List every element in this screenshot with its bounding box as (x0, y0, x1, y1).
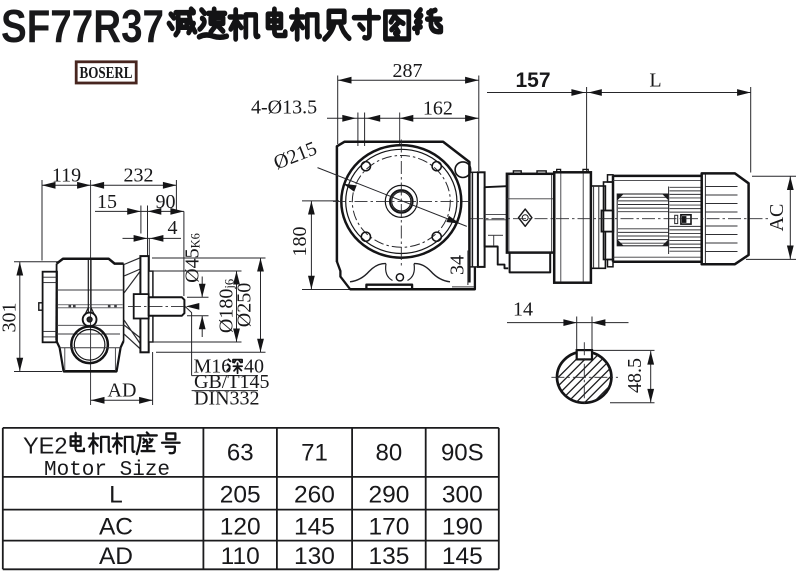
svg-text:162: 162 (423, 98, 453, 120)
svg-text:Motor Size: Motor Size (44, 459, 170, 482)
svg-text:AD: AD (99, 543, 133, 570)
svg-text:L: L (109, 482, 123, 509)
svg-text:BOSERL: BOSERL (80, 63, 133, 82)
svg-text:90: 90 (156, 191, 176, 213)
svg-text:90S: 90S (441, 439, 484, 466)
svg-text:80: 80 (376, 439, 403, 466)
svg-text:4: 4 (168, 217, 178, 239)
svg-text:L: L (649, 69, 661, 91)
svg-text:301: 301 (0, 303, 21, 333)
svg-text:205: 205 (220, 482, 261, 509)
svg-text:14: 14 (513, 298, 533, 320)
svg-text:180: 180 (289, 227, 311, 257)
svg-text:SF77R37: SF77R37 (1, 0, 164, 52)
svg-text:YE2: YE2 (23, 432, 67, 458)
svg-text:AC: AC (99, 513, 133, 540)
svg-text:DIN332: DIN332 (194, 388, 260, 410)
svg-text:190: 190 (442, 513, 483, 540)
svg-text:135: 135 (368, 543, 409, 570)
svg-text:15: 15 (97, 191, 117, 213)
svg-text:71: 71 (301, 439, 328, 466)
svg-text:170: 170 (368, 513, 409, 540)
svg-text:130: 130 (294, 543, 335, 570)
svg-text:M16: M16 (194, 356, 232, 378)
svg-text:145: 145 (294, 513, 335, 540)
svg-text:300: 300 (442, 482, 483, 509)
svg-text:AD: AD (108, 380, 137, 402)
svg-text:110: 110 (221, 543, 260, 570)
svg-text:260: 260 (294, 482, 335, 509)
svg-text:4-Ø13.5: 4-Ø13.5 (251, 97, 317, 119)
svg-text:120: 120 (220, 513, 261, 540)
svg-text:GB/T145: GB/T145 (194, 371, 270, 393)
svg-text:Ø180j6: Ø180j6 (216, 279, 238, 333)
svg-text:290: 290 (368, 482, 409, 509)
svg-text:34: 34 (447, 255, 469, 275)
svg-text:232: 232 (124, 165, 154, 187)
svg-text:AC: AC (766, 204, 788, 232)
svg-text:287: 287 (393, 60, 423, 82)
svg-text:63: 63 (227, 439, 254, 466)
svg-text:145: 145 (442, 543, 483, 570)
svg-text:40: 40 (244, 356, 264, 378)
svg-text:119: 119 (52, 165, 81, 187)
svg-text:48.5: 48.5 (624, 358, 646, 393)
svg-text:157: 157 (515, 69, 550, 92)
svg-text:Ø250: Ø250 (234, 283, 256, 327)
